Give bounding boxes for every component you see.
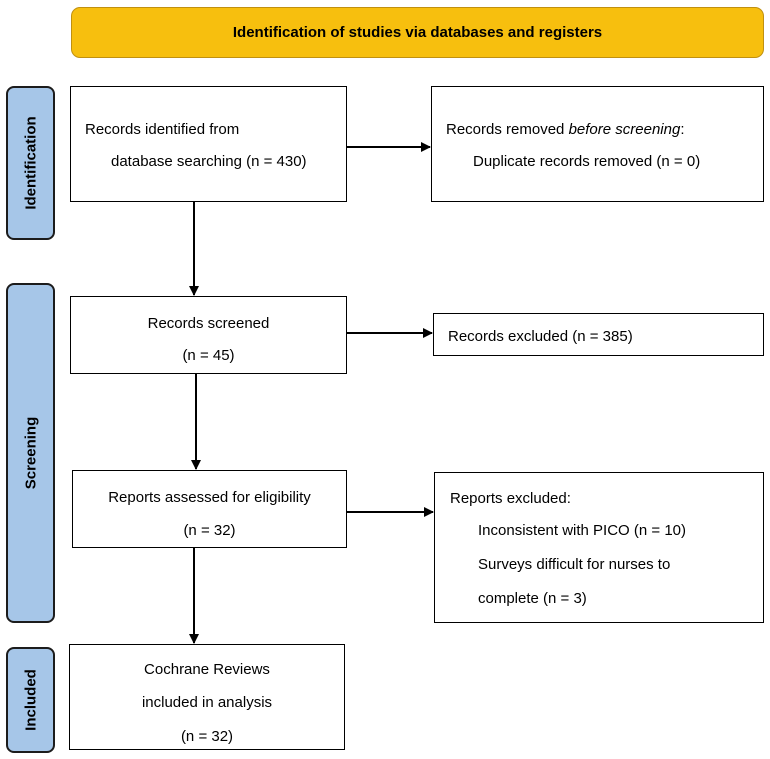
records-screened-box: Records screened (n = 45): [70, 296, 347, 374]
records-identified-line1: Records identified from: [85, 121, 240, 138]
reports-excluded-line3: Surveys difficult for nurses to: [478, 556, 671, 573]
studies-included-box: Cochrane Reviews included in analysis (n…: [69, 644, 345, 750]
records-screened-line2: (n = 45): [182, 347, 235, 364]
studies-included-line1: Cochrane Reviews: [144, 661, 270, 678]
records-removed-line1: Records removed before screening:: [446, 122, 684, 137]
reports-excluded-line2: Inconsistent with PICO (n = 10): [478, 522, 687, 539]
phase-screening: Screening: [6, 283, 55, 623]
flow-header-title: Identification of studies via databases …: [232, 24, 603, 41]
records-removed-suffix: :: [680, 121, 685, 138]
records-screened-line1: Records screened: [147, 315, 270, 332]
reports-excluded-line4: complete (n = 3): [478, 590, 587, 607]
records-removed-prefix: Records removed: [446, 121, 569, 138]
studies-included-line3: (n = 32): [180, 728, 234, 745]
records-excluded-box: Records excluded (n = 385): [433, 313, 764, 356]
reports-assessed-box: Reports assessed for eligibility (n = 32…: [72, 470, 347, 548]
reports-excluded-line1: Reports excluded:: [450, 490, 571, 507]
phase-identification: Identification: [6, 86, 55, 240]
studies-included-line2: included in analysis: [141, 694, 273, 711]
reports-assessed-line2: (n = 32): [183, 522, 236, 539]
records-excluded-line1: Records excluded (n = 385): [448, 328, 633, 345]
records-removed-italic: before screening: [568, 121, 681, 138]
records-identified-box: Records identified from database searchi…: [70, 86, 347, 202]
reports-assessed-line1: Reports assessed for eligibility: [108, 489, 311, 506]
records-removed-box: Records removed before screening: Duplic…: [431, 86, 764, 202]
flow-header: Identification of studies via databases …: [71, 7, 764, 58]
records-removed-line2: Duplicate records removed (n = 0): [473, 153, 701, 170]
reports-excluded-box: Reports excluded: Inconsistent with PICO…: [434, 472, 764, 623]
phase-included: Included: [6, 647, 55, 753]
records-identified-line2: database searching (n = 430): [111, 153, 307, 170]
